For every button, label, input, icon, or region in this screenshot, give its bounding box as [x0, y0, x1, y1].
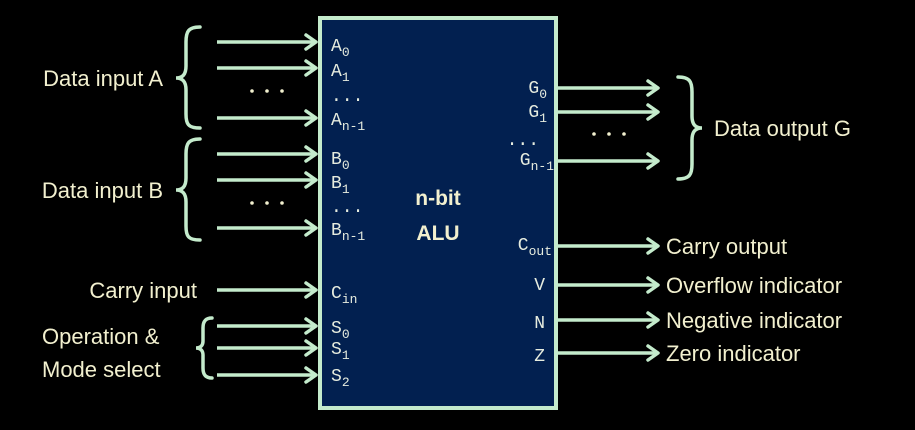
label-zero-indicator: Zero indicator: [666, 341, 801, 366]
label-carry-output: Carry output: [666, 234, 787, 259]
arrow-g1: [558, 103, 660, 121]
label-operation: Operation &: [42, 324, 160, 349]
arrow-n: [558, 311, 660, 329]
arrow-s0: [217, 317, 318, 335]
label-mode-select: Mode select: [42, 357, 161, 382]
label-data-input-b: Data input B: [42, 178, 163, 203]
pin-s1: S1: [331, 340, 350, 363]
arrow-z: [558, 344, 660, 362]
pin-b1: B1: [331, 174, 350, 197]
label-overflow-indicator: Overflow indicator: [666, 273, 842, 298]
alu-block: [318, 16, 558, 410]
ellipsis-g: [592, 132, 626, 136]
pin-cout: Cout: [518, 236, 552, 259]
arrow-bn1: [217, 219, 318, 237]
pin-g1: G1: [528, 103, 547, 126]
pin-b0: B0: [331, 150, 350, 173]
brace-select: [195, 316, 214, 380]
pin-s0: S0: [331, 319, 350, 342]
label-negative-indicator: Negative indicator: [666, 308, 842, 333]
arrow-a1: [217, 59, 318, 77]
arrow-an1: [217, 109, 318, 127]
pin-a1: A1: [331, 62, 350, 85]
brace-output-g: [676, 75, 703, 181]
arrow-s1: [217, 339, 318, 357]
pin-bn1: Bn-1: [331, 221, 365, 244]
arrow-b1: [217, 171, 318, 189]
label-carry-input: Carry input: [89, 278, 197, 303]
label-data-output-g: Data output G: [714, 116, 851, 141]
pin-g0: G0: [528, 79, 547, 102]
arrow-g0: [558, 79, 660, 97]
pin-a0: A0: [331, 37, 350, 60]
input-arrows: [217, 33, 318, 384]
pin-v: V: [534, 276, 545, 296]
pin-an1: An-1: [331, 111, 365, 134]
pin-cin: Cin: [331, 284, 357, 307]
arrow-b0: [217, 145, 318, 163]
alu-title-line2: ALU: [416, 222, 459, 245]
arrow-gn1: [558, 152, 660, 170]
arrow-cin: [217, 281, 318, 299]
arrow-s2: [217, 366, 318, 384]
pin-b-ellipsis: ...: [331, 198, 363, 218]
arrow-cout: [558, 237, 660, 255]
arrow-a0: [217, 33, 318, 51]
pin-n: N: [534, 314, 545, 334]
pin-g-ellipsis: ...: [507, 131, 539, 151]
ellipsis-b: [250, 201, 284, 205]
brace-input-a: [175, 25, 202, 130]
alu-title-line1: n-bit: [415, 187, 460, 210]
label-data-input-a: Data input A: [43, 66, 163, 91]
pin-z: Z: [534, 347, 545, 367]
pin-a-ellipsis: ...: [331, 87, 363, 107]
pin-gn1: Gn-1: [520, 151, 554, 174]
output-arrows: [558, 79, 660, 362]
ellipsis-a: [250, 89, 284, 93]
pin-s2: S2: [331, 367, 350, 390]
arrow-v: [558, 276, 660, 294]
brace-input-b: [175, 137, 202, 242]
